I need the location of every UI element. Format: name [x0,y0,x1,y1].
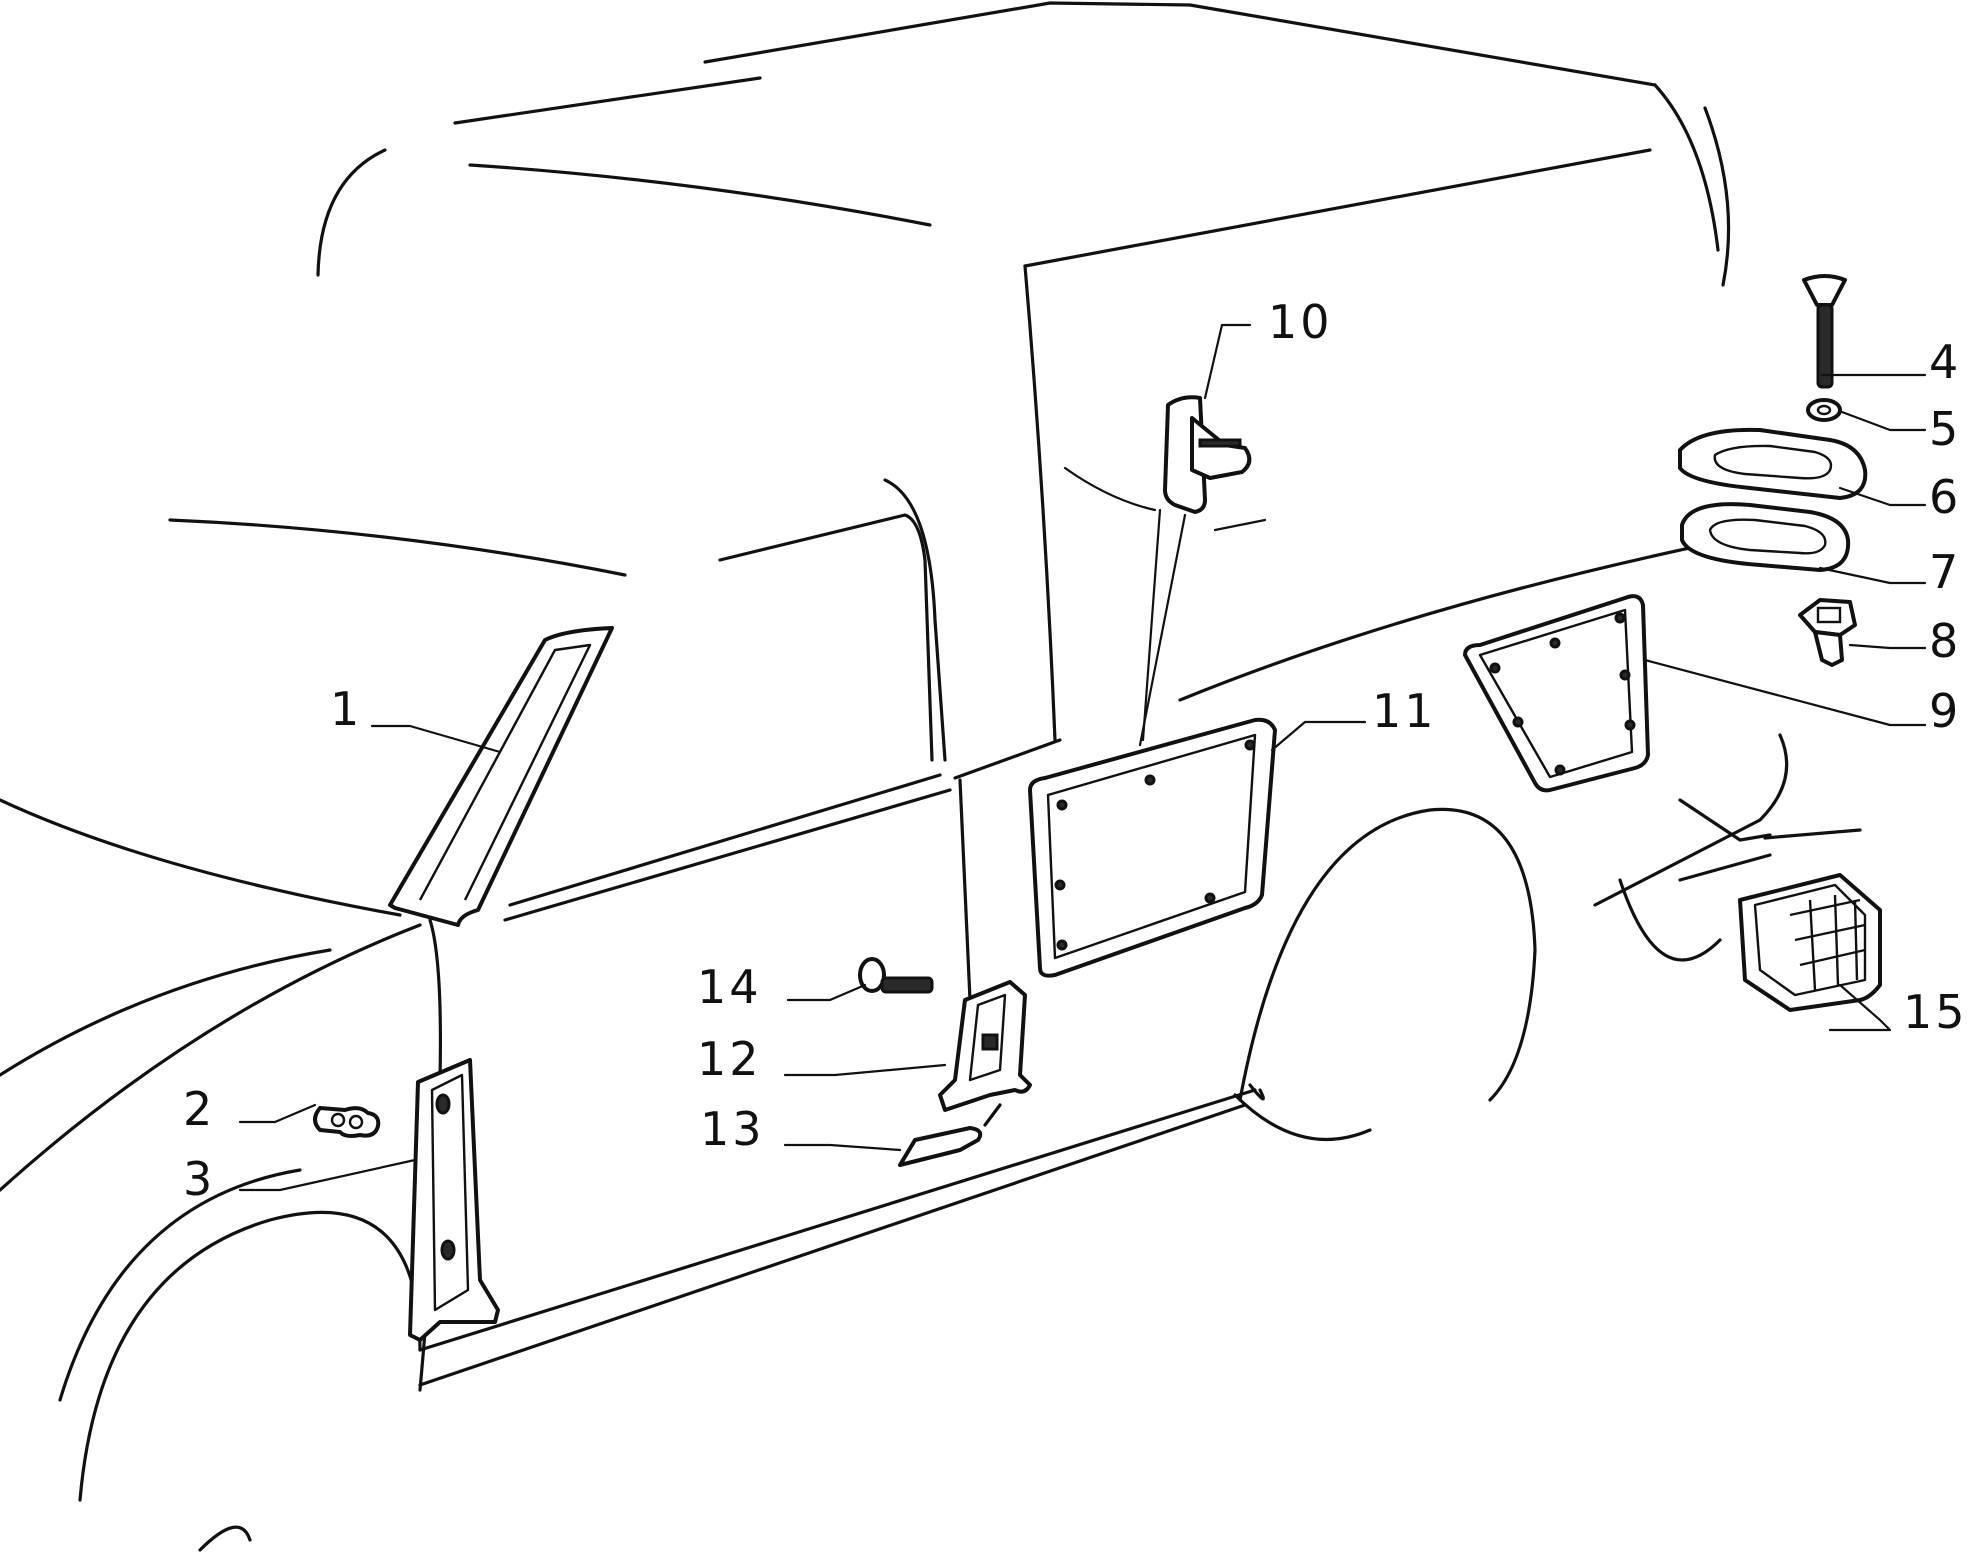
part-13-step-pad [898,1126,983,1167]
leader-lines [238,323,1927,1192]
leader-15 [1828,983,1892,1032]
part-10-door-stop [1163,395,1252,514]
leader-2 [238,1103,317,1124]
leader-9 [1643,658,1927,727]
callout-6: 6 [1929,470,1961,524]
part-2-clip [313,1106,381,1138]
callout-8: 8 [1929,614,1961,668]
callout-12: 12 [697,1032,762,1086]
leader-10 [1203,323,1252,400]
leader-6 [1838,486,1927,507]
callout-7: 7 [1929,545,1961,599]
leader-12 [783,1063,947,1077]
leader-7 [1818,566,1927,585]
part-6-oval-plate [1678,427,1868,500]
callout-1: 1 [330,682,362,736]
guide-10-a [1141,508,1162,742]
part-4-screw [1802,274,1847,389]
leader-5 [1840,410,1927,432]
guide-10-b [1138,513,1187,747]
callout-9: 9 [1929,684,1961,738]
callout-14: 14 [697,960,762,1014]
part-15-vent-grille [1738,873,1882,1012]
leader-1 [370,724,502,754]
part-14-bolt [858,957,934,994]
callout-2: 2 [183,1082,215,1136]
callout-11: 11 [1372,684,1437,738]
leader-14 [786,983,867,1002]
leader-11 [1270,720,1367,752]
leader-8 [1848,643,1927,650]
part-7-oval-gasket [1680,502,1851,572]
callout-5: 5 [1929,402,1961,456]
leader-13 [783,1143,902,1152]
callout-3: 3 [183,1152,215,1206]
part-11-door-panel [1028,717,1277,978]
part-12-bracket [938,980,1032,1112]
leader-3 [238,1158,417,1192]
part-1-a-pillar-trim [388,626,614,927]
callout-labels: 1 2 3 4 5 6 7 8 9 10 11 12 13 14 15 [183,295,1968,1206]
callout-15: 15 [1903,985,1968,1039]
part-3-pillar-trim [408,1058,500,1342]
part-9-quarter-panel [1463,594,1650,793]
part-5-washer [1806,398,1842,422]
callout-4: 4 [1929,335,1961,389]
callout-10: 10 [1268,295,1333,349]
part-8-square-clip [1798,598,1857,667]
callout-13: 13 [700,1102,765,1156]
